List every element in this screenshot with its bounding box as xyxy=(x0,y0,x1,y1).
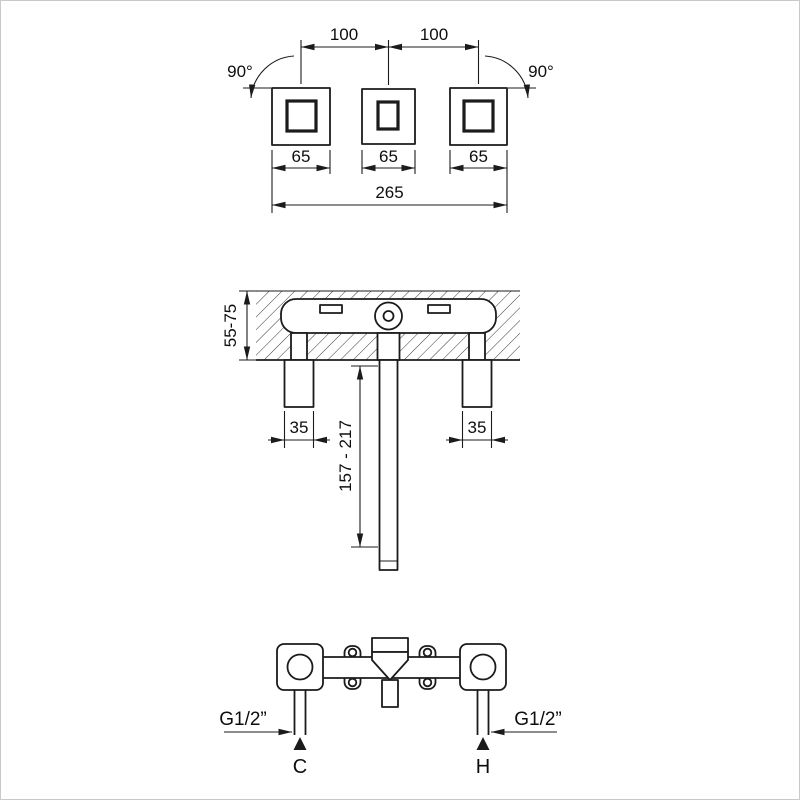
dim-label-overall-width: 265 xyxy=(375,183,403,202)
spout-nipple xyxy=(381,679,399,708)
thread-label-right: G1/2” xyxy=(514,709,562,730)
thread-label-left: G1/2” xyxy=(219,709,267,730)
dim-label-wall-depth: 55-75 xyxy=(221,304,240,347)
flow-arrow-hot-icon xyxy=(476,737,490,750)
mounting-tab-right xyxy=(427,304,451,314)
screw-hole xyxy=(422,647,433,658)
mounting-tab-left xyxy=(319,304,343,314)
dim-label-trim-right: 35 xyxy=(468,418,487,437)
spout-plate xyxy=(361,88,416,145)
right-handle-plate xyxy=(449,87,508,146)
dim-label-width-center: 65 xyxy=(379,147,398,166)
top-view: 100 100 90° 90° 65 65 65 265 xyxy=(227,25,554,213)
valve-stem-left xyxy=(290,332,308,361)
valve-port-left xyxy=(286,653,314,681)
connection-view: G1/2” G1/2” C H xyxy=(219,637,562,778)
spout-tube xyxy=(378,359,399,571)
cold-label: C xyxy=(293,756,307,778)
spout-wedge xyxy=(371,651,409,681)
rotation-arc-right xyxy=(484,55,531,99)
hot-label: H xyxy=(476,756,490,778)
cartridge-screw xyxy=(382,310,395,322)
screw-hole xyxy=(422,677,433,688)
flow-arrow-cold-icon xyxy=(293,737,307,750)
section-view: 55-75 35 35 157 - 217 xyxy=(221,290,520,571)
left-handle-stem xyxy=(285,99,318,133)
dim-label-width-left: 65 xyxy=(292,147,311,166)
dim-label-rotation-right: 90° xyxy=(528,62,554,81)
dim-label-rotation-left: 90° xyxy=(227,62,253,81)
spout-block xyxy=(371,637,409,653)
dim-label-width-right: 65 xyxy=(469,147,488,166)
dim-label-spout-drop: 157 - 217 xyxy=(336,420,355,492)
dim-label-trim-left: 35 xyxy=(290,418,309,437)
valve-stem-right xyxy=(468,332,486,361)
spout-stem xyxy=(376,100,400,131)
left-handle-plate xyxy=(271,87,331,146)
right-handle-stem xyxy=(462,99,495,133)
screw-hole xyxy=(347,677,358,688)
spout-base xyxy=(376,332,401,361)
dim-label-spacing-left: 100 xyxy=(330,25,358,44)
handle-trim-left xyxy=(283,359,315,408)
dim-label-spacing-right: 100 xyxy=(420,25,448,44)
valve-port-right xyxy=(469,653,497,681)
screw-hole xyxy=(347,647,358,658)
rotation-arc-left xyxy=(248,55,295,99)
handle-trim-right xyxy=(461,359,493,408)
cartridge-circle xyxy=(374,301,403,331)
